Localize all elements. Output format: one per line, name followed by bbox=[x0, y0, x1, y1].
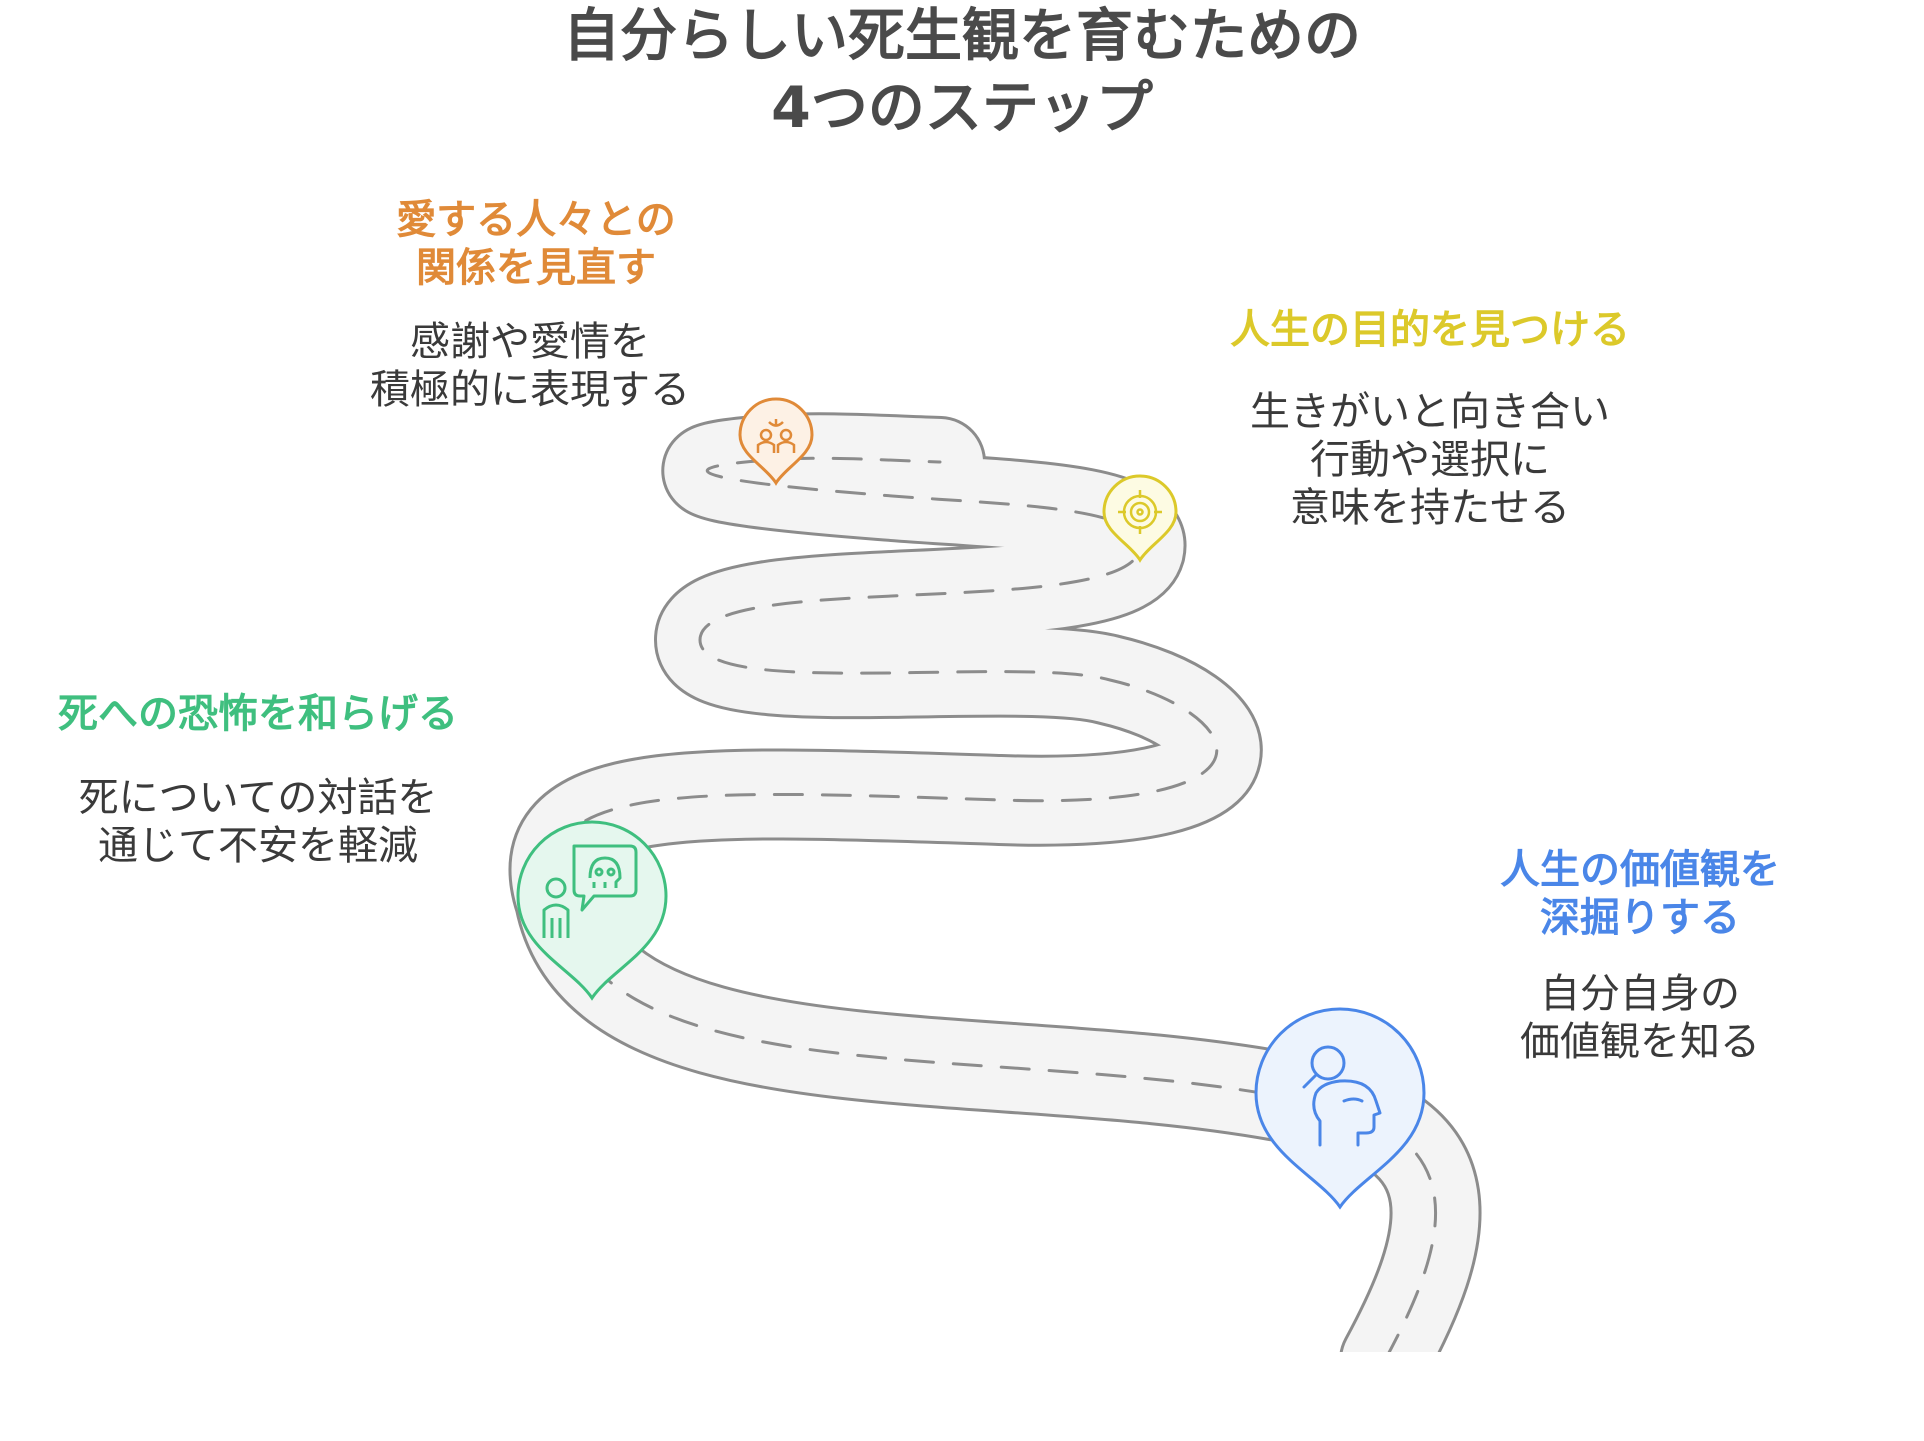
people-icon bbox=[756, 419, 796, 453]
step-4-heading: 人生の価値観を 深掘りする bbox=[1500, 847, 1780, 941]
road-center-line bbox=[553, 456, 1438, 1362]
step-3-pin bbox=[516, 820, 668, 1001]
road-surface bbox=[511, 415, 1479, 1403]
target-icon bbox=[1118, 490, 1162, 534]
step-3-description: 死についての対話を 通じて不安を軽減 bbox=[78, 775, 438, 869]
step-2-description: 生きがいと向き合い 行動や選択に 意味を持たせる bbox=[1250, 389, 1610, 531]
step-1-description: 感謝や愛情を 積極的に表現する bbox=[370, 319, 690, 413]
title-line-1: 自分らしい死生観を育むための bbox=[563, 3, 1361, 69]
step-3-heading: 死への恐怖を和らげる bbox=[58, 691, 458, 737]
title-line-2: 4つのステップ bbox=[771, 75, 1153, 141]
road-bottom-mask bbox=[0, 1352, 1924, 1441]
step-2-pin bbox=[1102, 474, 1178, 563]
step-1-heading: 愛する人々との 関係を見直す bbox=[396, 197, 676, 291]
step-2-heading: 人生の目的を見つける bbox=[1230, 307, 1630, 353]
conversation-icon bbox=[542, 844, 638, 938]
step-4-description: 自分自身の 価値観を知る bbox=[1520, 971, 1760, 1065]
step-4-pin bbox=[1254, 1007, 1426, 1210]
self-reflection-icon bbox=[1302, 1045, 1382, 1147]
step-1-pin bbox=[738, 397, 814, 486]
